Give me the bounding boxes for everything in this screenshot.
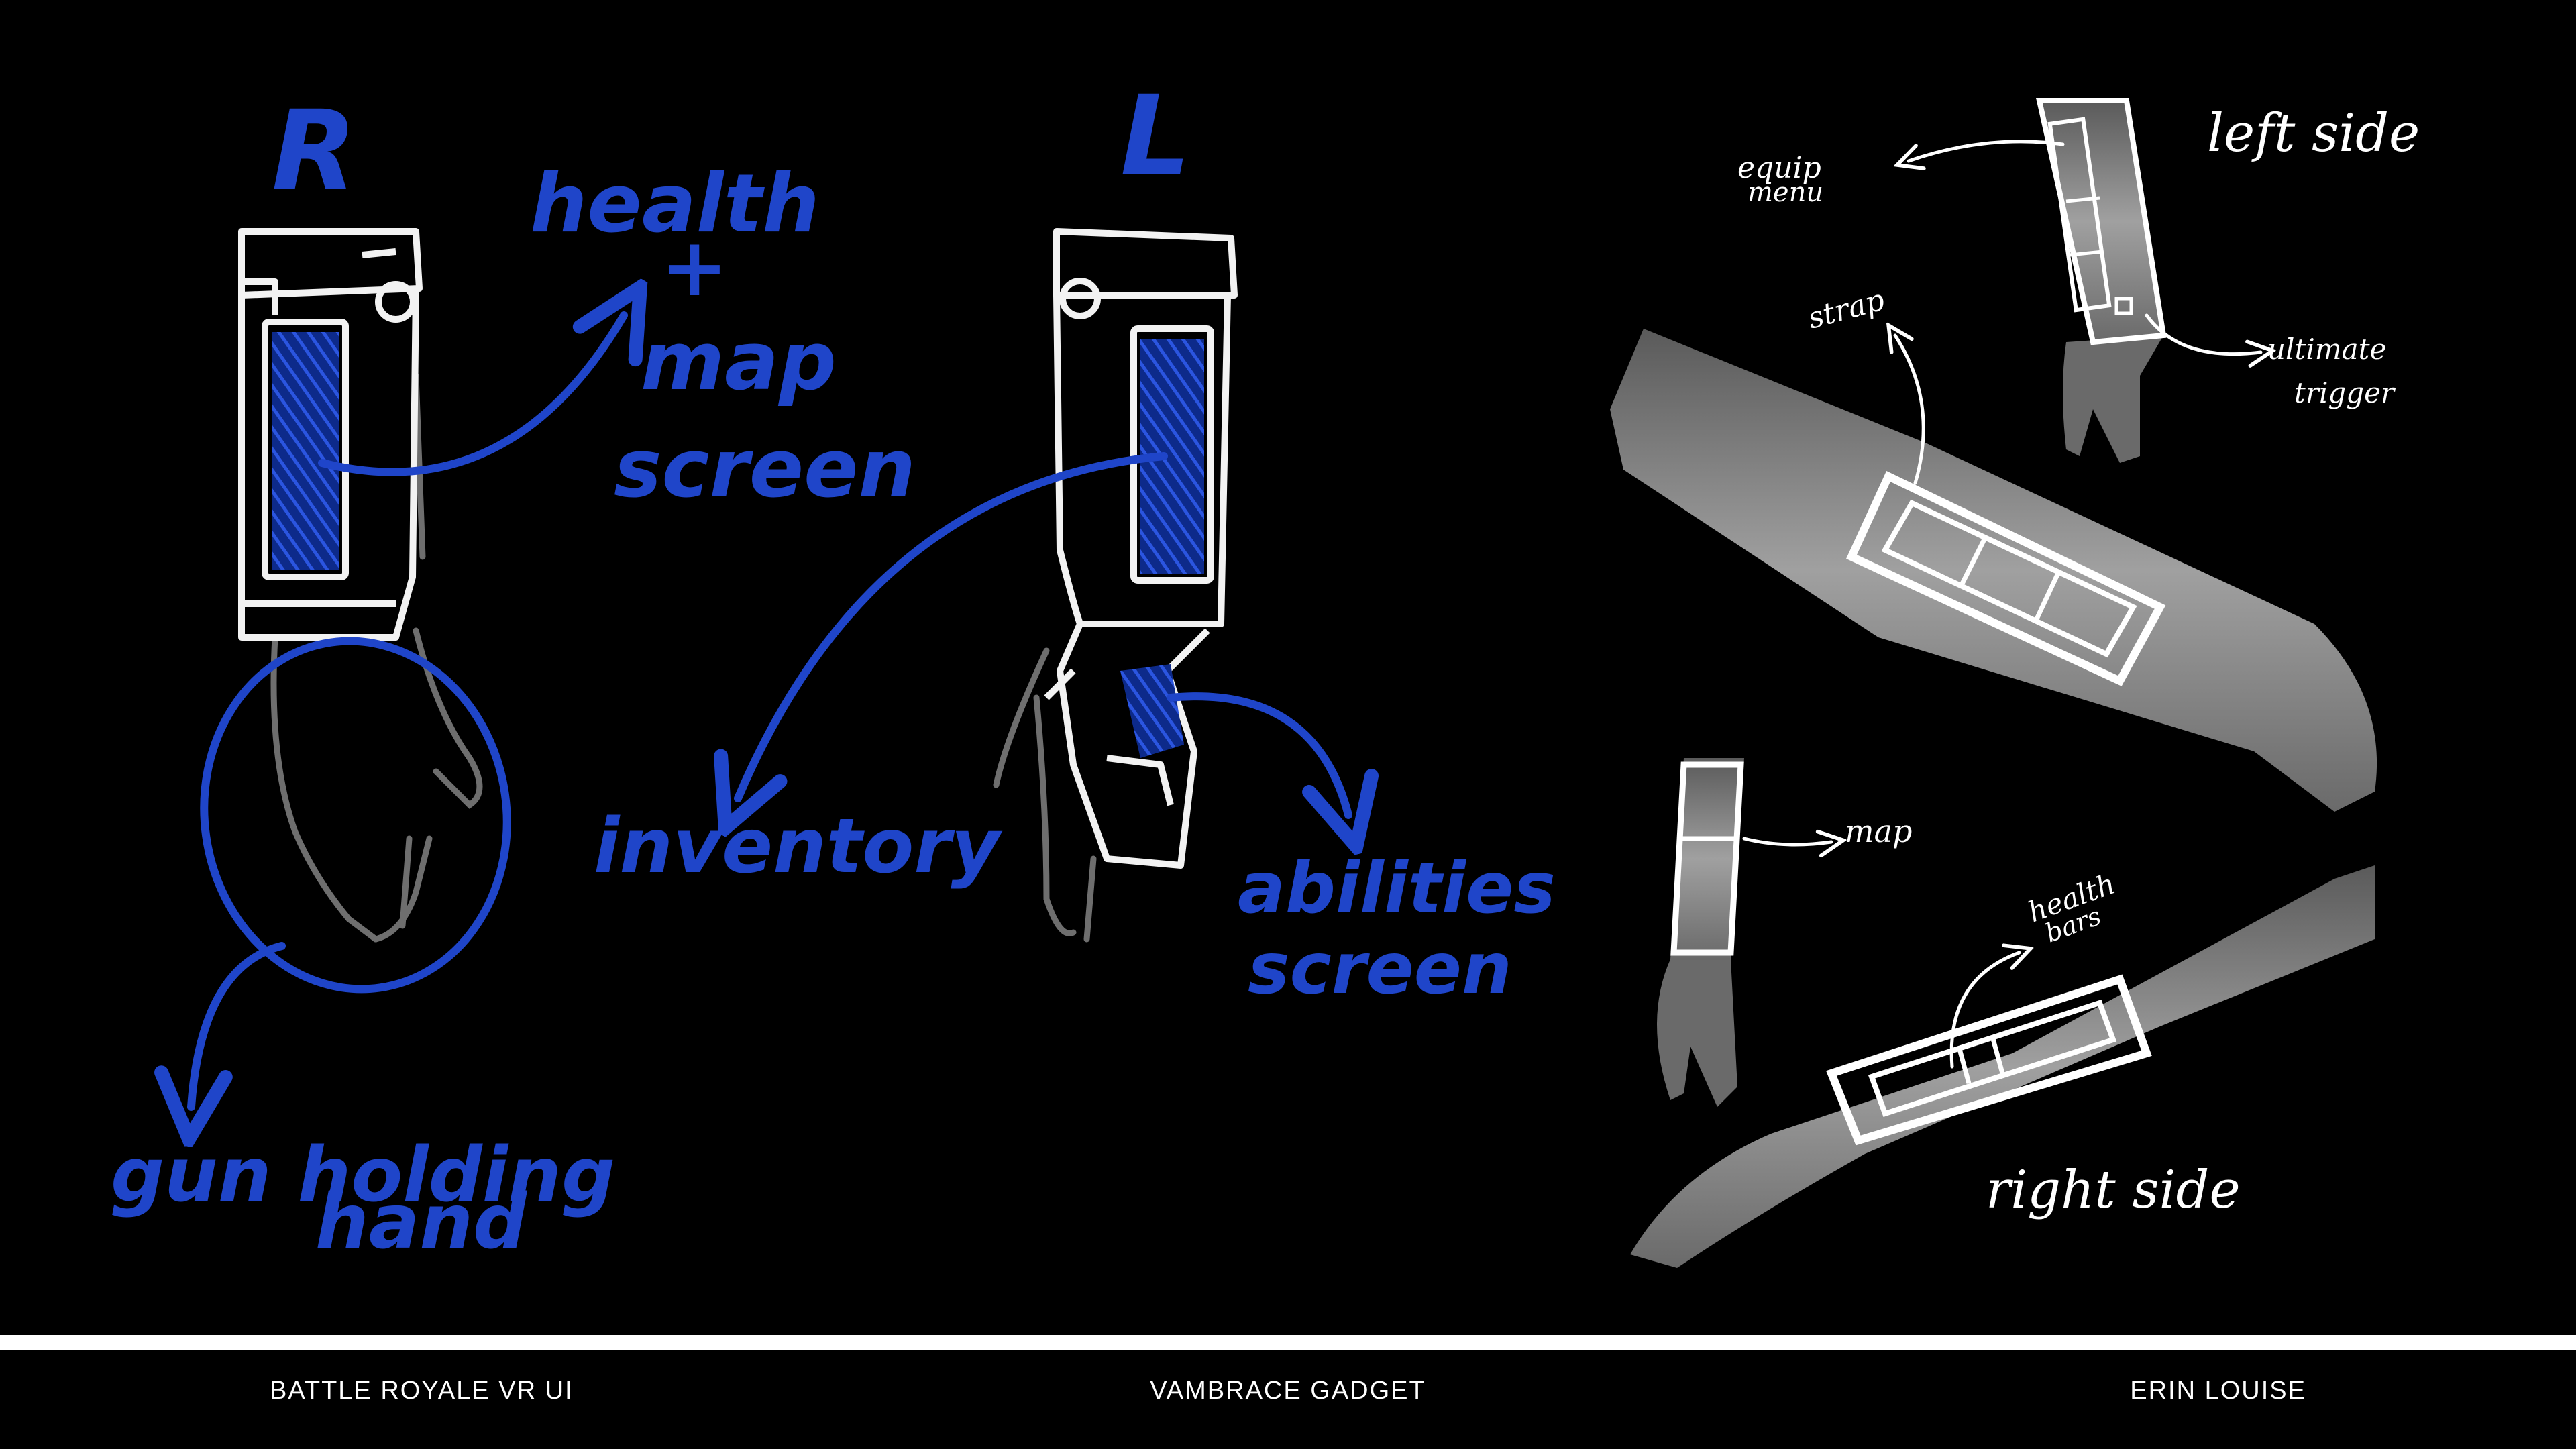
footer-slide-title: VAMBRACE GADGET — [1150, 1377, 1426, 1405]
gun-hand-circle — [200, 637, 511, 994]
svg-text:hand: hand — [315, 1179, 528, 1266]
gun-hand-annotation: gun holding hand — [111, 1132, 615, 1266]
ultimate-label-1: ultimate — [2267, 333, 2386, 366]
footer-divider — [0, 1335, 2576, 1350]
ultimate-label-2: trigger — [2294, 376, 2396, 409]
health-map-arrow — [318, 315, 624, 476]
strap-label: strap — [1805, 282, 1888, 335]
left-hand-label: L — [1120, 72, 1191, 201]
left-hand-outline — [993, 647, 1097, 943]
top-small-arm-render — [2036, 98, 2167, 463]
svg-text:screen: screen — [614, 423, 916, 516]
left-side-arm-render — [1610, 329, 2377, 812]
abilities-annotation: abilities screen — [1238, 847, 1556, 1010]
left-side-title: left side — [2207, 103, 2420, 164]
map-label: map — [1845, 813, 1913, 849]
health-map-annotation: health + map screen — [530, 158, 916, 516]
svg-text:screen: screen — [1248, 928, 1512, 1010]
abilities-screen-hatch — [1120, 664, 1184, 758]
left-vambrace-sketch: L — [993, 72, 1238, 943]
svg-text:abilities: abilities — [1238, 847, 1556, 929]
equip-menu-label-2: menu — [1748, 177, 1823, 208]
svg-text:gun holding: gun holding — [111, 1132, 615, 1219]
right-side-title: right side — [1986, 1160, 2241, 1220]
health-map-screen-hatch — [272, 332, 339, 570]
svg-text:health: health — [530, 158, 820, 251]
inventory-annotation: inventory — [594, 803, 1003, 890]
footer-author: ERIN LOUISE — [2130, 1377, 2306, 1405]
concept-art-canvas: R health + map screen gun holdin — [111, 72, 2420, 1268]
footer-project-title: BATTLE ROYALE VR UI — [270, 1377, 574, 1405]
right-hand-label: R — [272, 87, 357, 215]
footer-bar: BATTLE ROYALE VR UI VAMBRACE GADGET ERIN… — [0, 1350, 2576, 1449]
render-arrows — [1742, 140, 2261, 1069]
right-side-arm-render — [1630, 865, 2375, 1268]
bottom-small-arm-render — [1657, 758, 1744, 1107]
svg-text:map: map — [641, 315, 837, 409]
inventory-arrow — [738, 452, 1168, 798]
equip-menu-label-1: equip — [1737, 151, 1821, 185]
right-vambrace-sketch: R — [238, 87, 483, 943]
gun-hand-arrow — [191, 942, 286, 1107]
abilities-arrow — [1167, 692, 1348, 815]
svg-text:+: + — [661, 221, 729, 315]
right-vambrace-frame — [238, 228, 423, 641]
